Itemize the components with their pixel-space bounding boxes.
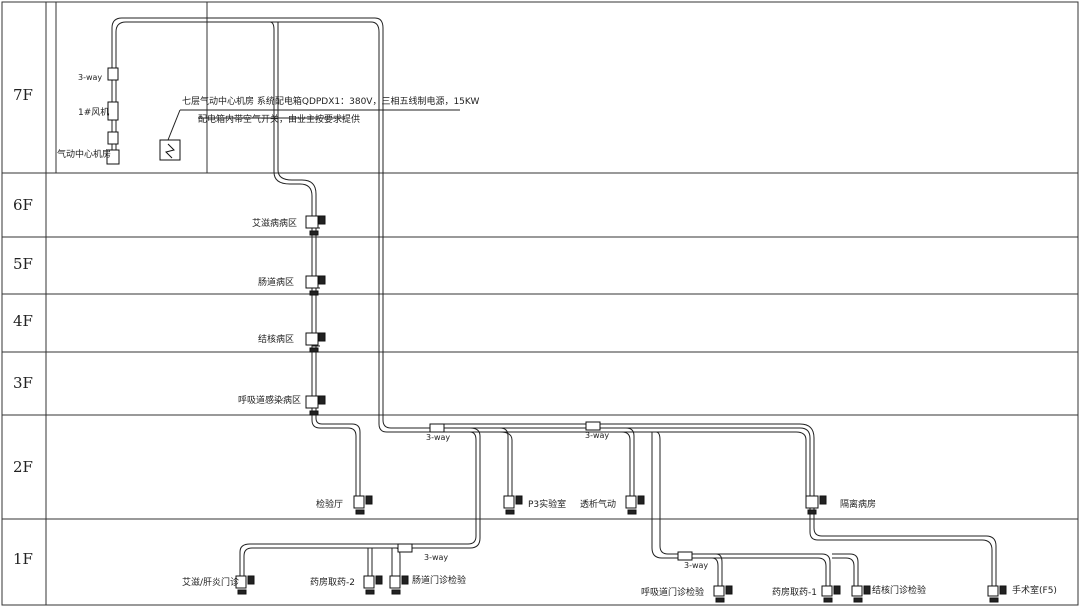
station-icon-pharmacy-2 <box>363 575 383 595</box>
floor-label-5f: 5F <box>13 255 33 273</box>
station-icon-tb-clinic <box>851 585 871 603</box>
station-icon-5f <box>305 275 326 296</box>
station-label-isolation: 隔离病房 <box>840 500 877 510</box>
tube-surgery <box>809 508 993 588</box>
distribution-box-icon <box>159 139 181 161</box>
station-label-tb-clinic: 结核门诊检验 <box>872 586 927 596</box>
floor-label-6f: 6F <box>13 196 33 214</box>
tube-1f-right-trunk <box>700 553 831 588</box>
three-way-label-b: 3-way <box>585 431 610 440</box>
floor-label-1f: 1F <box>13 550 33 568</box>
note-leaders <box>167 109 460 141</box>
three-way-markers <box>397 421 693 561</box>
station-icon-p3 <box>503 495 523 515</box>
three-way-label-a: 3-way <box>426 433 451 442</box>
station-icon-surgery <box>987 585 1007 603</box>
station-label-pharmacy-2: 药房取药-2 <box>310 578 355 588</box>
machine-three-way-label: 3-way <box>78 73 103 82</box>
station-icon-dialysis <box>625 495 645 515</box>
station-label-aids-hepatitis: 艾滋/肝炎门诊 <box>182 578 240 588</box>
station-icons <box>235 215 1007 603</box>
station-icon-inspection <box>353 495 373 515</box>
station-icon-3f <box>305 395 326 416</box>
station-label-respiratory: 呼吸道门诊检验 <box>641 588 705 598</box>
station-label-pharmacy-1: 药房取药-1 <box>772 588 817 598</box>
station-label-inspection: 检验厅 <box>316 500 344 510</box>
station-label-5f: 肠道病区 <box>258 278 295 288</box>
station-icon-isolation <box>805 495 827 515</box>
tube-1f-right <box>655 431 723 588</box>
machine-room-box <box>55 2 208 173</box>
station-icon-pharmacy-1 <box>821 585 841 603</box>
station-label-dialysis: 透析气动 <box>580 500 617 510</box>
floor-label-7f: 7F <box>13 86 33 104</box>
three-way-label-c: 3-way <box>424 553 449 562</box>
tube-main-loop <box>111 17 432 429</box>
three-way-valve-icon-c <box>397 543 413 553</box>
power-note-line2: 配电箱内带空气开关，由业主按要求提供 <box>198 115 361 125</box>
three-way-label-d: 3-way <box>684 561 709 570</box>
station-label-6f: 艾滋病病区 <box>252 219 298 229</box>
tube-riser-2f <box>311 408 357 496</box>
station-icon-6f <box>305 215 326 236</box>
fan-label: 1#风机 <box>78 108 110 118</box>
station-icon-respiratory <box>713 585 733 603</box>
three-way-valve-icon-d <box>677 551 693 561</box>
machine-unit-icon <box>107 131 119 145</box>
tube-dialysis <box>621 431 631 496</box>
floor-label-4f: 4F <box>13 312 33 330</box>
station-icon-4f <box>305 332 326 353</box>
power-note-line1: 七层气动中心机房 系统配电箱QDPDX1：380V，三相五线制电源，15KW <box>182 97 480 107</box>
tube-2f-trunk <box>440 427 811 496</box>
tube-riser <box>269 21 313 400</box>
tube-lines <box>111 17 997 588</box>
tube-1f-left <box>239 431 477 578</box>
three-way-valve-icon-b <box>585 421 601 431</box>
station-label-3f: 呼吸道感染病区 <box>238 396 302 406</box>
tube-p3 <box>499 427 509 496</box>
three-way-valve-icon <box>107 67 119 81</box>
station-label-intestinal: 肠道门诊检验 <box>412 576 467 586</box>
floor-label-2f: 2F <box>13 458 33 476</box>
blower-fan-icon <box>107 101 119 121</box>
three-way-valve-icon-a <box>429 423 445 433</box>
station-icon-intestinal <box>389 575 409 595</box>
tube-1f-tb <box>832 553 859 588</box>
station-label-4f: 结核病区 <box>258 335 295 345</box>
center-station-icon <box>106 149 120 165</box>
floor-label-3f: 3F <box>13 374 33 392</box>
machine-room-center-label: 气动中心机房 <box>57 150 112 160</box>
machine-room-components <box>106 67 181 165</box>
station-icon-aids-hepatitis <box>235 575 255 595</box>
station-label-p3: P3实验室 <box>528 500 567 510</box>
station-label-surgery: 手术室(F5) <box>1012 586 1057 596</box>
